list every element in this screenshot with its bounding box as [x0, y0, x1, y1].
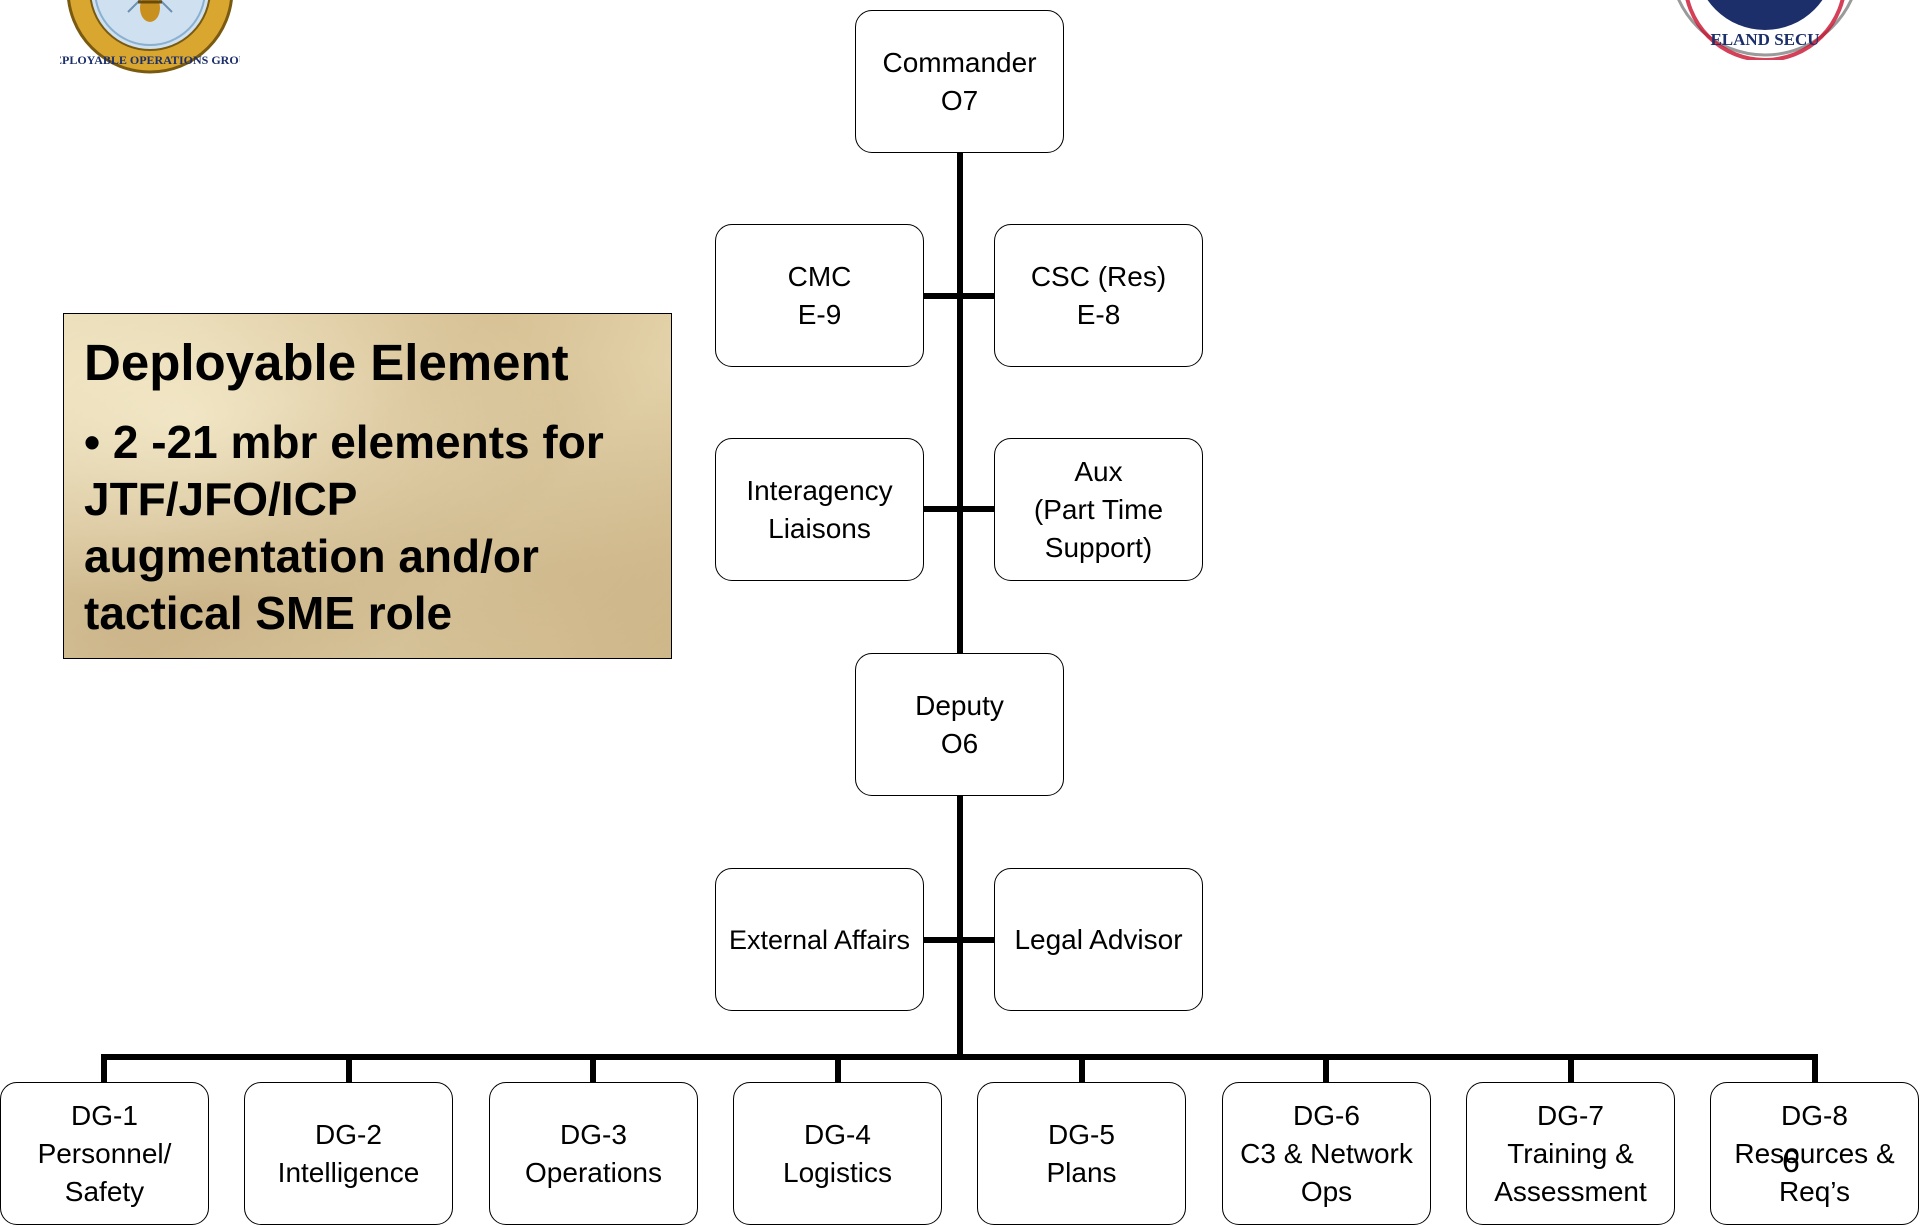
- interagency-liaisons-box: Interagency Liaisons: [715, 438, 924, 581]
- panel-title: Deployable Element: [84, 334, 569, 391]
- directorate-bus: [102, 1054, 1818, 1060]
- panel-bullet-text: • 2 -21 mbr elements for JTF/JFO/ICP aug…: [84, 416, 604, 639]
- branch-external-legal: [924, 937, 996, 943]
- drop-dg6: [1323, 1054, 1329, 1084]
- deployable-element-panel: Deployable Element • 2 -21 mbr elements …: [63, 313, 672, 659]
- right-seal-logo: ELAND SECU: [1677, 0, 1853, 60]
- branch-cmc-csc: [924, 293, 996, 299]
- drop-dg4: [835, 1054, 841, 1084]
- dg3-box: DG-3 Operations: [489, 1082, 698, 1225]
- svg-text:DEPLOYABLE OPERATIONS GROUP: DEPLOYABLE OPERATIONS GROUP: [60, 53, 240, 67]
- drop-dg5: [1079, 1054, 1085, 1084]
- drop-dg2: [346, 1054, 352, 1084]
- external-affairs-box: External Affairs: [715, 868, 924, 1011]
- drop-dg1: [101, 1054, 107, 1084]
- svg-text:ELAND SECU: ELAND SECU: [1710, 30, 1819, 49]
- dg1-box: DG-1 Personnel/ Safety: [0, 1082, 209, 1225]
- aux-box: Aux (Part Time Support): [994, 438, 1203, 581]
- dg4-box: DG-4 Logistics: [733, 1082, 942, 1225]
- dg2-box: DG-2 Intelligence: [244, 1082, 453, 1225]
- dg8-box: DG-8 Resources & Req’s: [1710, 1082, 1919, 1225]
- dg7-box: DG-7 Training & Assessment: [1466, 1082, 1675, 1225]
- commander-box: Commander O7: [855, 10, 1064, 153]
- dg6-box: DG-6 C3 & Network Ops: [1222, 1082, 1431, 1225]
- drop-dg3: [590, 1054, 596, 1084]
- branch-liaison-aux: [924, 506, 996, 512]
- legal-advisor-box: Legal Advisor: [994, 868, 1203, 1011]
- page-number: 6: [1782, 1143, 1800, 1179]
- spine-commander-to-deputy: [957, 152, 963, 655]
- cmc-box: CMC E-9: [715, 224, 924, 367]
- deputy-box: Deputy O6: [855, 653, 1064, 796]
- drop-dg7: [1568, 1054, 1574, 1084]
- left-seal-logo: DEPLOYABLE OPERATIONS GROUP: [60, 0, 240, 74]
- spine-deputy-to-bus: [957, 796, 963, 1058]
- dg5-box: DG-5 Plans: [977, 1082, 1186, 1225]
- csc-box: CSC (Res) E-8: [994, 224, 1203, 367]
- drop-dg8: [1812, 1054, 1818, 1084]
